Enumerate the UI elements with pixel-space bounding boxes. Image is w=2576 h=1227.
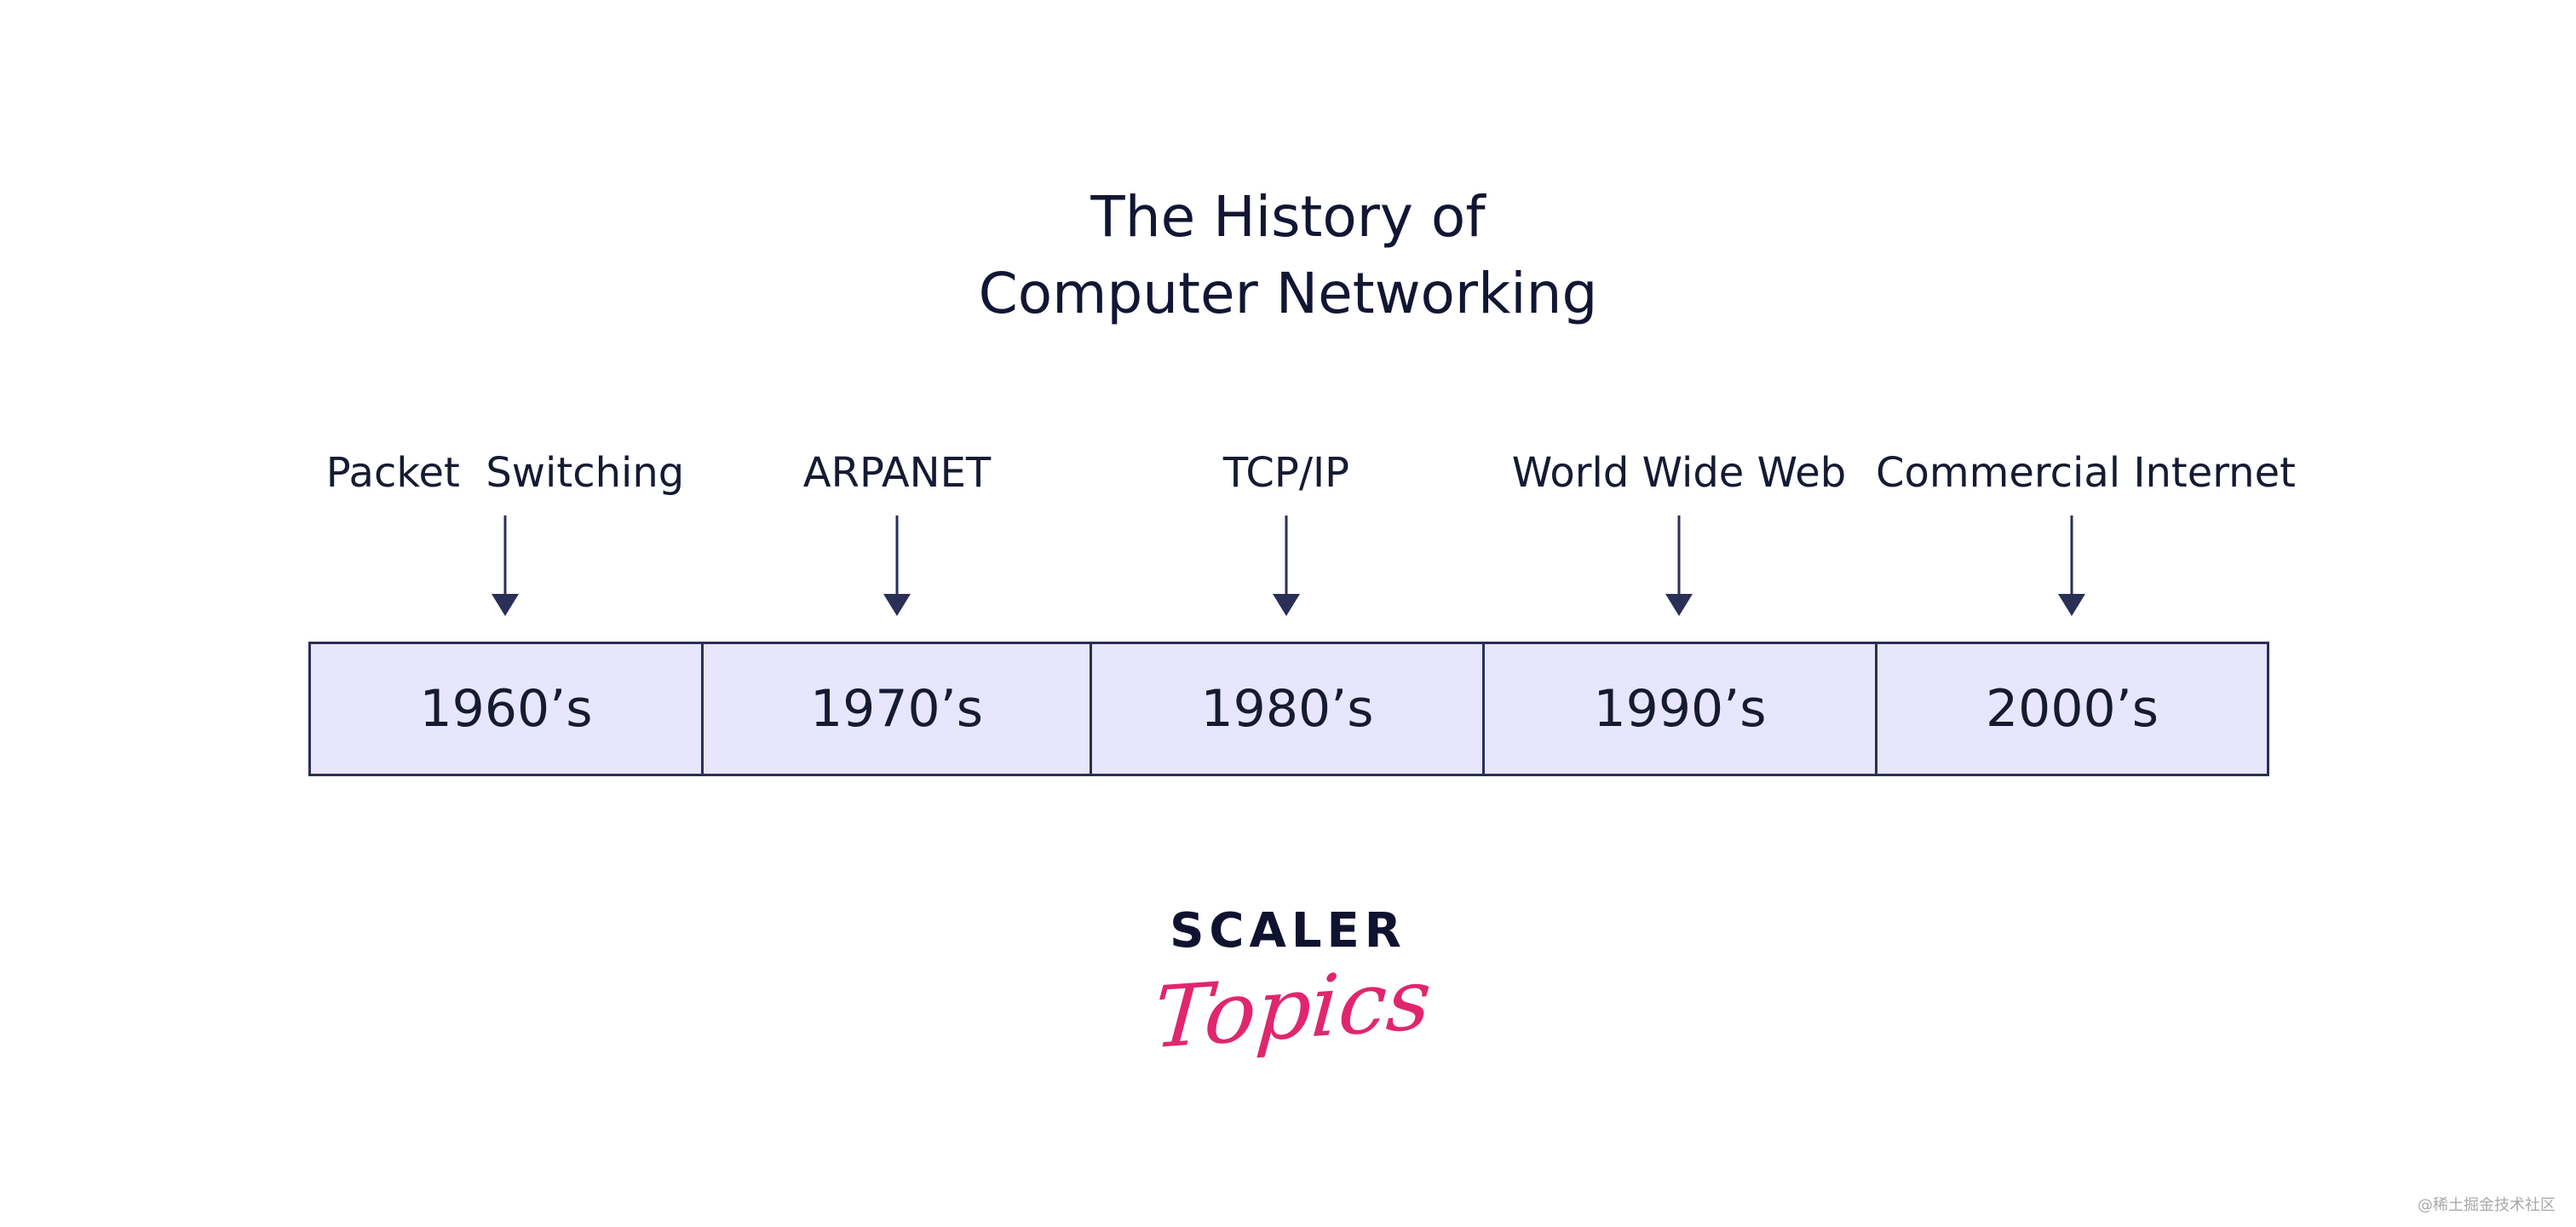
arrow-down-icon xyxy=(1662,516,1696,618)
title-line-2: Computer Networking xyxy=(978,261,1598,326)
arrow-down-icon xyxy=(1269,516,1303,618)
watermark: @稀土掘金技术社区 xyxy=(2418,1196,2556,1214)
timeline-bar: 1960’s 1970’s 1980’s 1990’s 2000’s xyxy=(308,642,2269,776)
period-box-1980s: 1980’s xyxy=(1092,644,1485,774)
title-line-1: The History of xyxy=(1090,184,1486,250)
event-label-tcp-ip: TCP/IP xyxy=(1222,449,1350,497)
arrow-down-icon xyxy=(488,516,522,618)
period-box-1990s: 1990’s xyxy=(1485,644,1877,774)
scaler-topics-logo: SCALER Topics xyxy=(1151,903,1435,1108)
period-box-1960s: 1960’s xyxy=(311,644,704,774)
event-label-arpanet: ARPANET xyxy=(802,449,992,497)
diagram-title: The History of Computer Networking xyxy=(0,179,2576,332)
arrow-down-icon xyxy=(880,516,914,618)
logo-scaler-text: SCALER xyxy=(1170,903,1406,959)
event-label-packet-switching: Packet Switching xyxy=(325,449,685,497)
logo-topics-text: Topics xyxy=(1150,948,1435,1069)
event-label-commercial-internet: Commercial Internet xyxy=(1876,449,2296,497)
period-box-2000s: 2000’s xyxy=(1985,679,2159,739)
arrow-down-icon xyxy=(2055,516,2089,618)
period-box-1970s: 1970’s xyxy=(704,644,1092,774)
event-label-world-wide-web: World Wide Web xyxy=(1511,449,1847,497)
